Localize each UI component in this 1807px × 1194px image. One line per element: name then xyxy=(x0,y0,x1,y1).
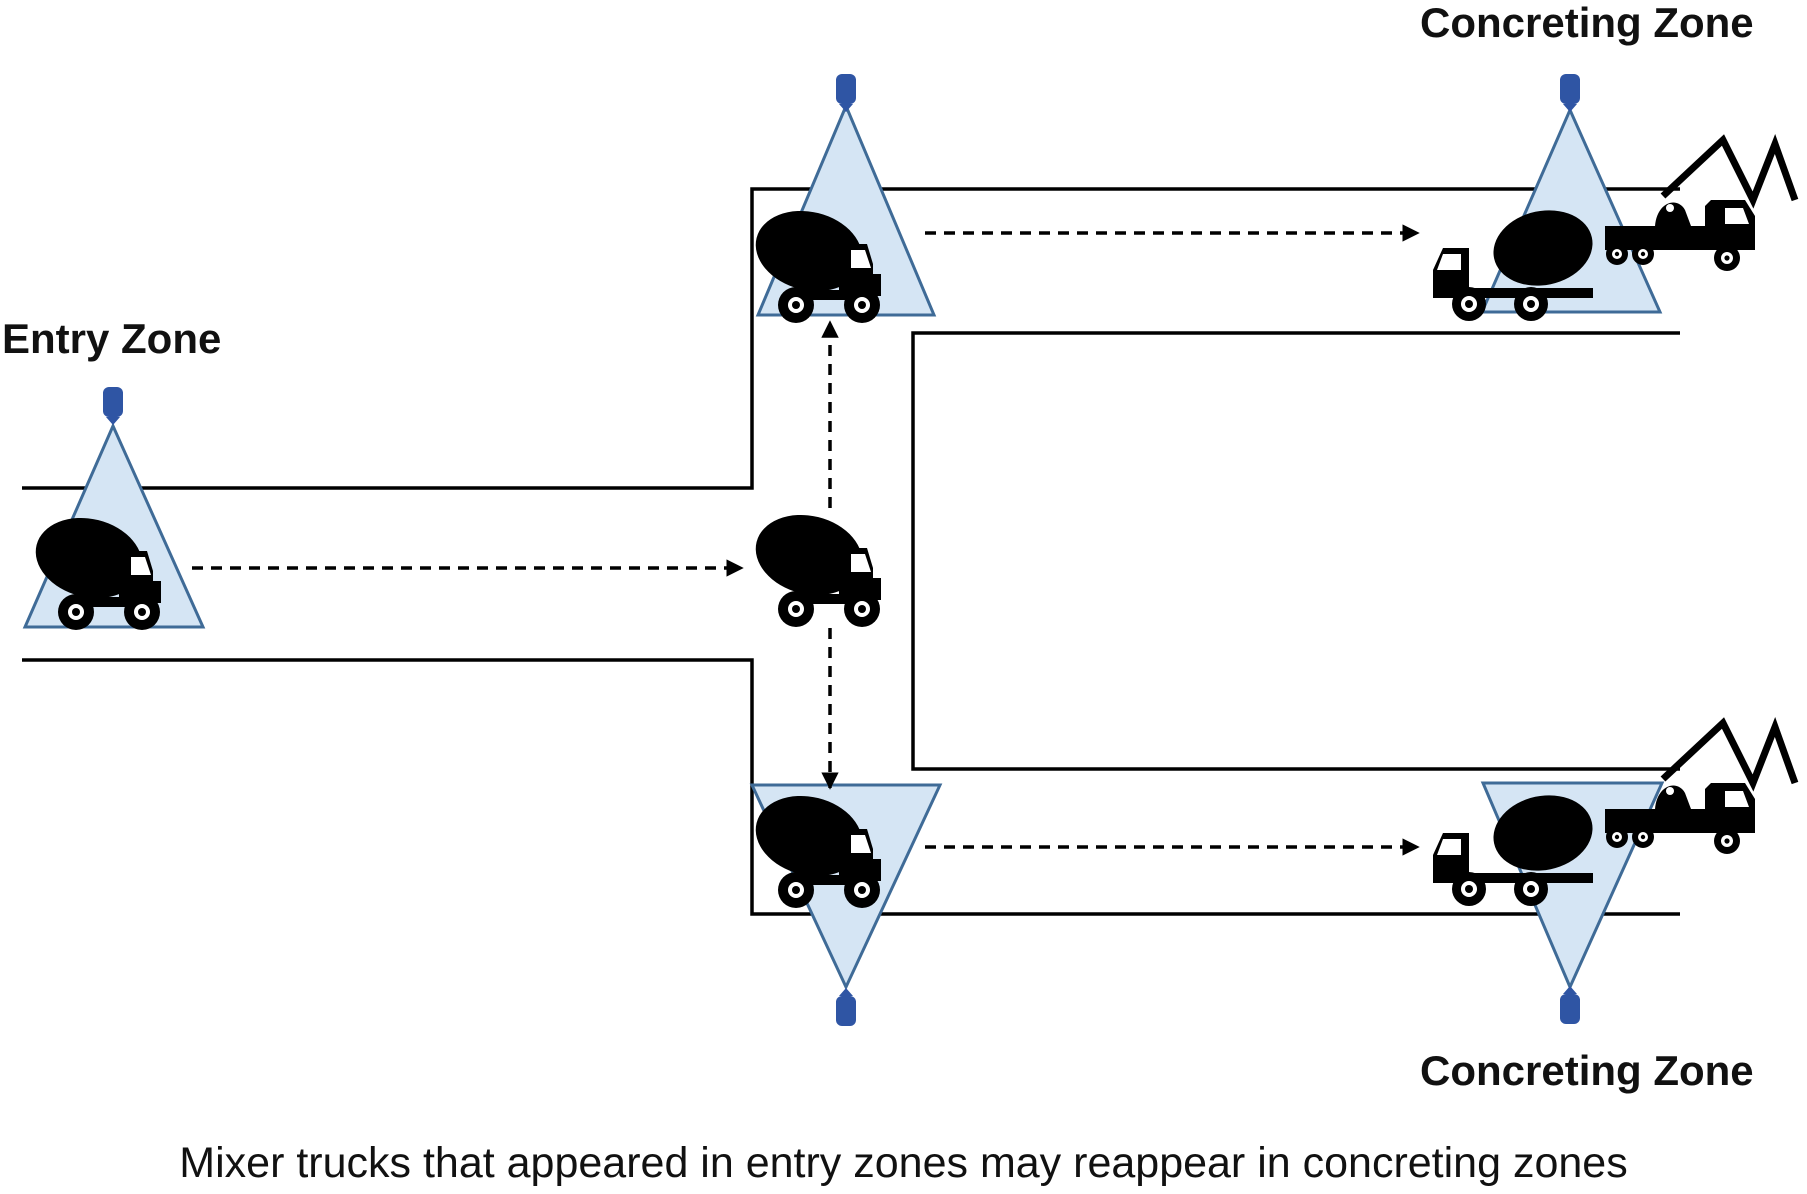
entry-zone-label: Entry Zone xyxy=(2,315,222,362)
concrete-pump-truck-icon xyxy=(1605,140,1795,854)
fov-concreting-top xyxy=(1479,106,1663,314)
trajectory-arrows xyxy=(192,224,1420,856)
mixer-truck-icon xyxy=(27,200,1600,908)
figure-caption: Mixer trucks that appeared in entry zone… xyxy=(179,1139,1628,1187)
concreting-zone-bottom-label: Concreting Zone xyxy=(1420,1047,1754,1094)
concreting-zone-top-label: Concreting Zone xyxy=(1420,0,1754,46)
